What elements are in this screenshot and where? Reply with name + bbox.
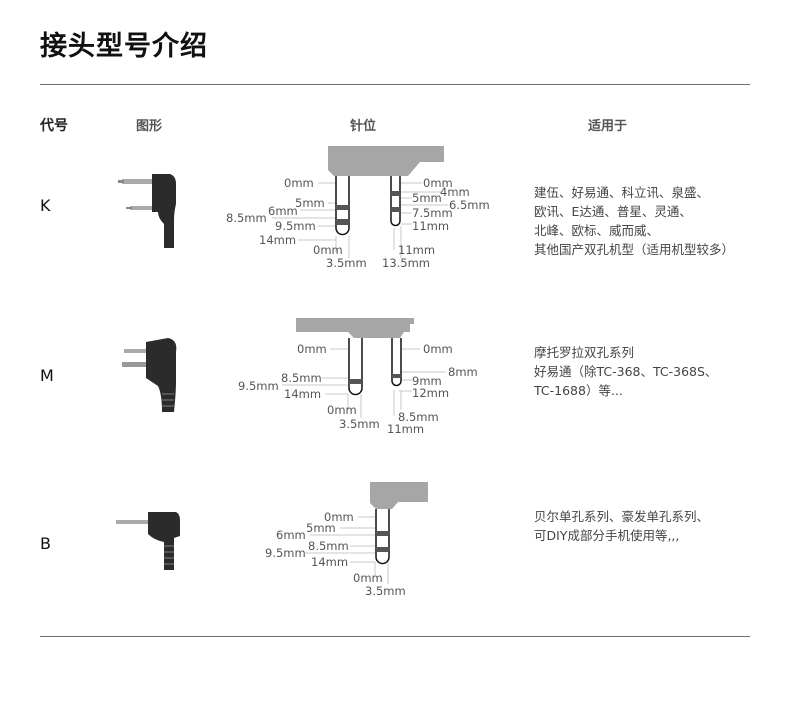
svg-text:12mm: 12mm — [412, 386, 449, 400]
svg-text:3.5mm: 3.5mm — [339, 417, 380, 431]
svg-text:5mm: 5mm — [306, 521, 336, 535]
m-connector-icon — [122, 338, 177, 412]
svg-text:14mm: 14mm — [284, 387, 321, 401]
svg-text:0mm: 0mm — [284, 176, 314, 190]
svg-text:8.5mm: 8.5mm — [281, 371, 322, 385]
row-m-applies: 摩托罗拉双孔系列 好易通（除TC-368、TC-368S、 TC-1688）等.… — [534, 345, 718, 398]
header-code: 代号 — [40, 118, 68, 134]
svg-text:0mm: 0mm — [423, 176, 453, 190]
b-plug-diagram — [370, 482, 428, 565]
svg-text:9.5mm: 9.5mm — [275, 219, 316, 233]
svg-text:8.5mm: 8.5mm — [308, 539, 349, 553]
svg-text:8mm: 8mm — [448, 365, 478, 379]
svg-text:11mm: 11mm — [387, 422, 424, 436]
row-b-applies: 贝尔单孔系列、豪发单孔系列、 可DIY成部分手机使用等,,, — [534, 509, 710, 543]
svg-text:6.5mm: 6.5mm — [449, 198, 490, 212]
svg-text:14mm: 14mm — [311, 555, 348, 569]
svg-text:13.5mm: 13.5mm — [382, 256, 430, 270]
svg-text:11mm: 11mm — [398, 243, 435, 257]
svg-text:0mm: 0mm — [327, 403, 357, 417]
svg-text:7.5mm: 7.5mm — [412, 206, 453, 220]
svg-text:8.5mm: 8.5mm — [398, 410, 439, 424]
svg-text:0mm: 0mm — [353, 571, 383, 585]
svg-text:9mm: 9mm — [412, 374, 442, 388]
page-title: 接头型号介绍 — [40, 31, 208, 62]
row-b-code: B — [40, 534, 51, 553]
svg-text:6mm: 6mm — [276, 528, 306, 542]
svg-text:5mm: 5mm — [295, 196, 325, 210]
svg-text:9.5mm: 9.5mm — [238, 379, 279, 393]
row-k-applies: 建伍、好易通、科立讯、泉盛、 欧讯、E达通、普星、灵通、 北峰、欧标、威而威、 … — [534, 185, 735, 257]
svg-text:5mm: 5mm — [412, 191, 442, 205]
k-connector-icon — [118, 174, 176, 248]
bottom-divider — [40, 636, 750, 637]
svg-text:0mm: 0mm — [297, 342, 327, 356]
svg-text:3.5mm: 3.5mm — [326, 256, 367, 270]
header-applies: 适用于 — [588, 119, 628, 134]
svg-text:0mm: 0mm — [423, 342, 453, 356]
svg-text:6mm: 6mm — [268, 204, 298, 218]
header-pins: 针位 — [350, 119, 377, 134]
svg-text:0mm: 0mm — [324, 510, 354, 524]
svg-text:9.5mm: 9.5mm — [265, 546, 306, 560]
header-figure: 图形 — [136, 119, 163, 134]
top-divider — [40, 84, 750, 85]
svg-text:4mm: 4mm — [440, 185, 470, 199]
k-plug-diagram — [328, 146, 444, 236]
b-connector-icon — [116, 512, 180, 570]
svg-text:14mm: 14mm — [259, 233, 296, 247]
row-m-code: M — [40, 366, 54, 385]
row-k-code: K — [40, 196, 51, 215]
svg-text:11mm: 11mm — [412, 219, 449, 233]
svg-text:8.5mm: 8.5mm — [226, 211, 267, 225]
svg-text:3.5mm: 3.5mm — [365, 584, 406, 598]
svg-text:0mm: 0mm — [313, 243, 343, 257]
m-plug-diagram — [296, 318, 414, 396]
